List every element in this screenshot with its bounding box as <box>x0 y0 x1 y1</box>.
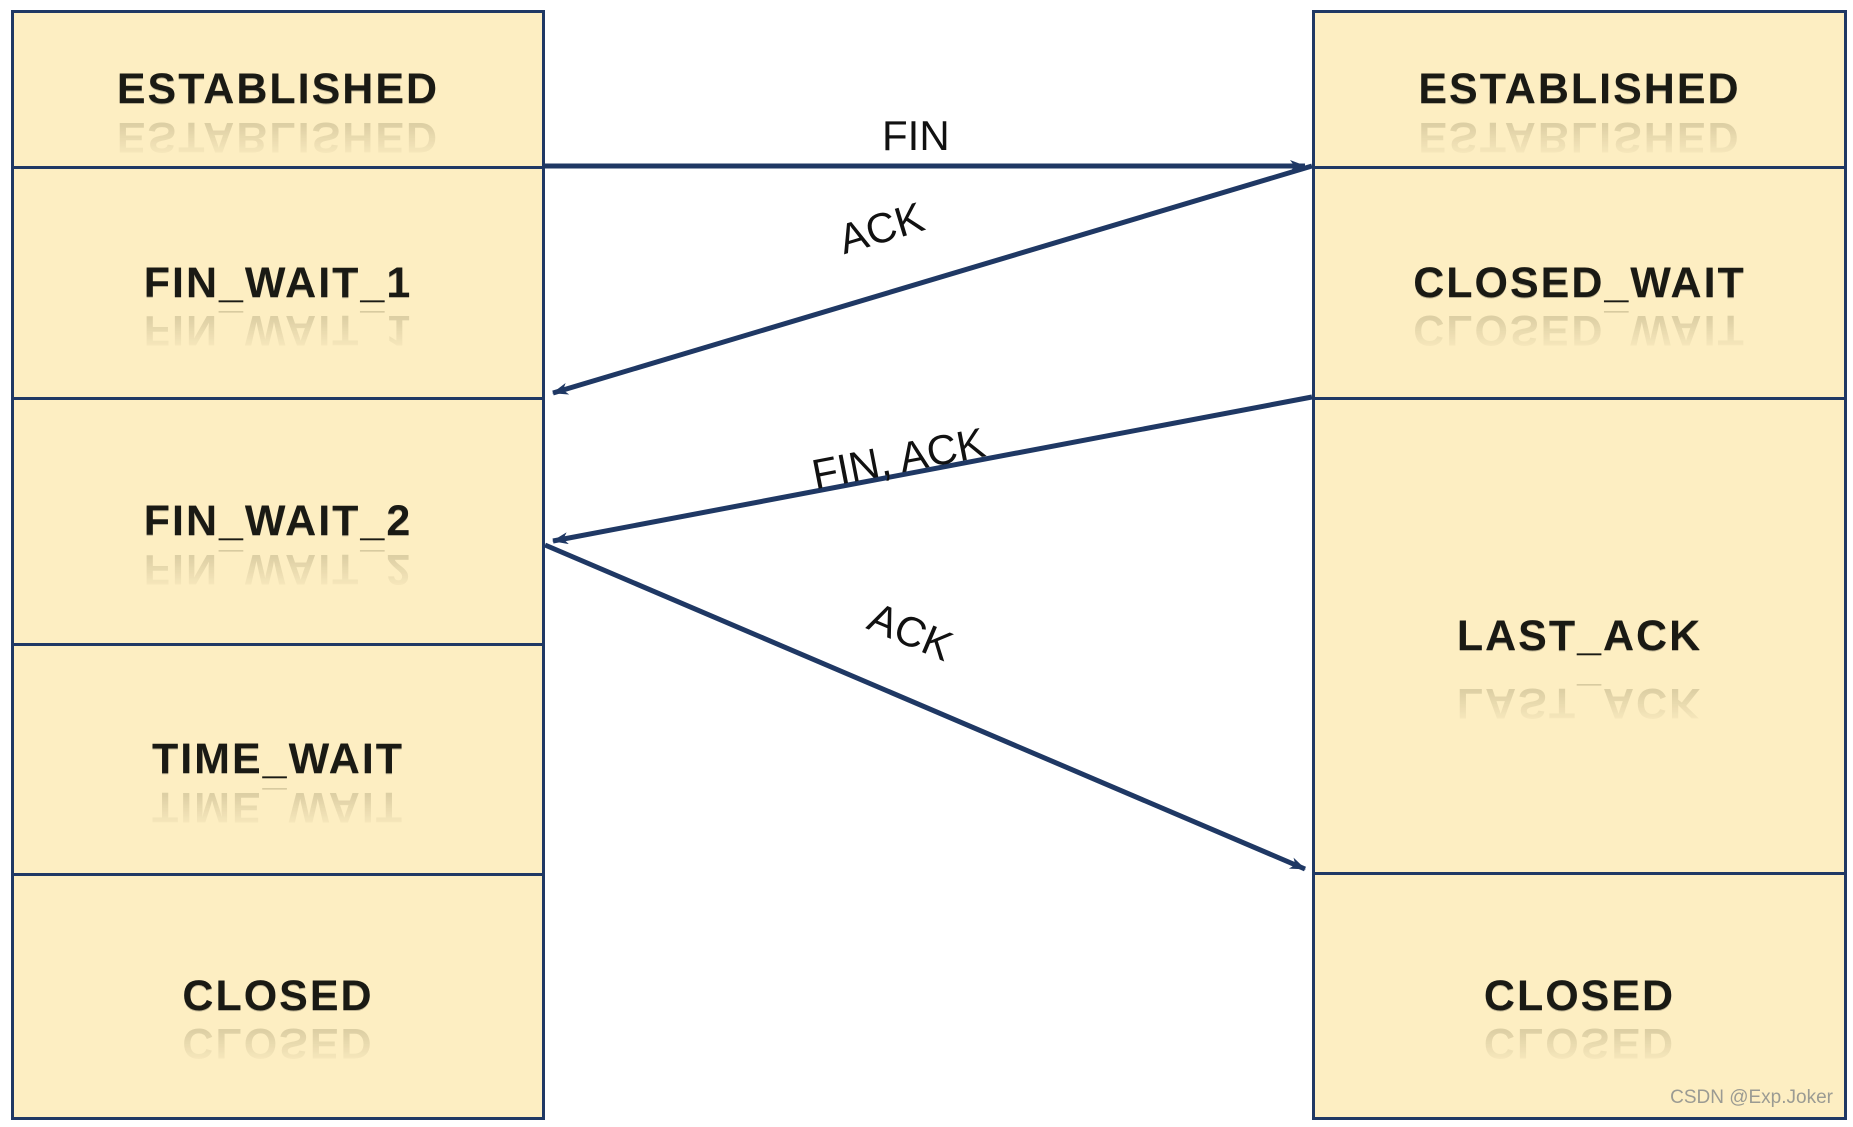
server-state-closed-wait[interactable]: CLOSED_WAIT CLOSED_WAIT <box>1315 169 1844 400</box>
state-label-reflection: FIN_WAIT_2 <box>143 545 413 593</box>
state-label-reflection: TIME_WAIT <box>151 783 405 831</box>
client-state-time-wait[interactable]: TIME_WAIT TIME_WAIT <box>14 646 542 876</box>
message-label-ack-1: ACK <box>833 193 930 263</box>
state-label: CLOSED_WAIT <box>1413 258 1746 307</box>
state-label-reflection: CLOSED_WAIT <box>1413 306 1746 354</box>
csdn-watermark: CSDN @Exp.Joker <box>1670 1087 1833 1108</box>
client-state-established[interactable]: ESTABLISHED ESTABLISHED <box>14 13 542 169</box>
state-label-reflection: CLOSED <box>1483 1019 1676 1067</box>
client-state-column: ESTABLISHED ESTABLISHED FIN_WAIT_1 FIN_W… <box>11 10 545 1120</box>
state-label: CLOSED <box>1483 971 1676 1020</box>
server-state-established[interactable]: ESTABLISHED ESTABLISHED <box>1315 13 1844 169</box>
state-label-reflection: ESTABLISHED <box>1418 113 1741 161</box>
state-label: TIME_WAIT <box>151 735 405 783</box>
message-label-fin-ack: FIN, ACK <box>808 418 989 499</box>
state-label-reflection: ESTABLISHED <box>116 113 440 161</box>
arrow-ack-1 <box>552 163 1313 396</box>
state-label: FIN_WAIT_2 <box>143 497 413 545</box>
state-label: ESTABLISHED <box>116 65 440 113</box>
state-label: LAST_ACK <box>1456 611 1703 660</box>
state-label-reflection: CLOSED <box>182 1019 374 1067</box>
server-state-column: ESTABLISHED ESTABLISHED CLOSED_WAIT CLOS… <box>1312 10 1847 1120</box>
client-state-fin-wait-1[interactable]: FIN_WAIT_1 FIN_WAIT_1 <box>14 169 542 400</box>
server-state-closed[interactable]: CLOSED CLOSED <box>1315 875 1844 1117</box>
client-state-closed[interactable]: CLOSED CLOSED <box>14 876 542 1117</box>
client-state-fin-wait-2[interactable]: FIN_WAIT_2 FIN_WAIT_2 <box>14 400 542 646</box>
state-label: CLOSED <box>182 972 374 1020</box>
message-label-ack-2: ACK <box>861 593 960 671</box>
state-label: ESTABLISHED <box>1418 65 1741 113</box>
state-label-reflection: FIN_WAIT_1 <box>143 306 413 354</box>
server-state-last-ack[interactable]: LAST_ACK LAST_ACK <box>1315 400 1844 875</box>
arrow-ack-2 <box>544 542 1306 872</box>
message-label-fin: FIN <box>882 112 950 159</box>
state-label: FIN_WAIT_1 <box>143 258 413 307</box>
state-label-reflection: LAST_ACK <box>1456 679 1703 727</box>
